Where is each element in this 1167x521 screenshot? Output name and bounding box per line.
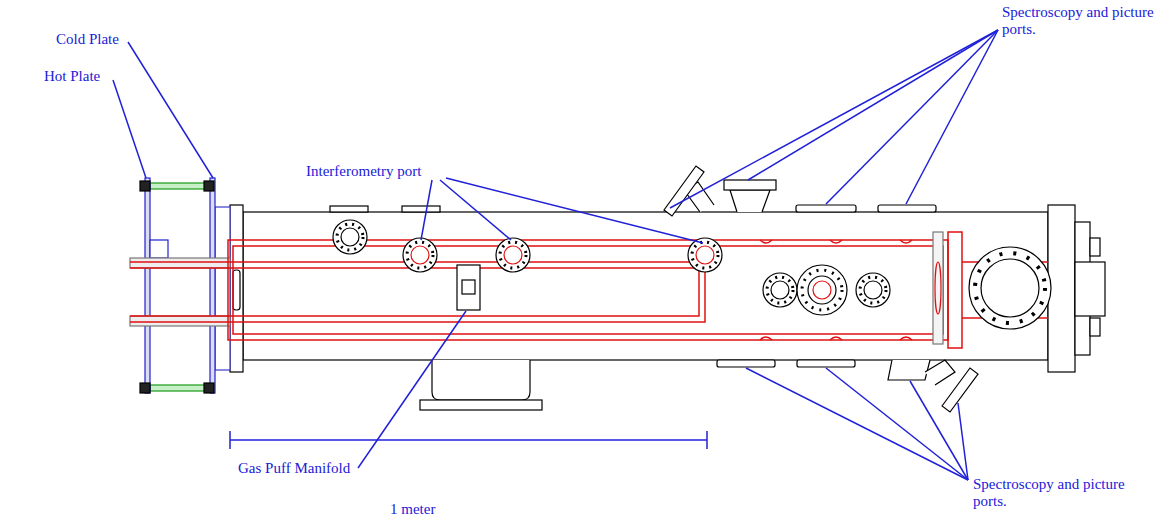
part-label: Gas Puff Manifold (238, 460, 350, 477)
scale-label: 1 meter (390, 501, 435, 518)
part-label: Hot Plate (44, 68, 100, 85)
port-label: Spectroscopy and picture ports. (973, 476, 1138, 511)
port-label: Interferometry port (306, 163, 421, 180)
port-label: Spectroscopy and picture ports. (1002, 4, 1162, 39)
part-label: Cold Plate (56, 31, 119, 48)
